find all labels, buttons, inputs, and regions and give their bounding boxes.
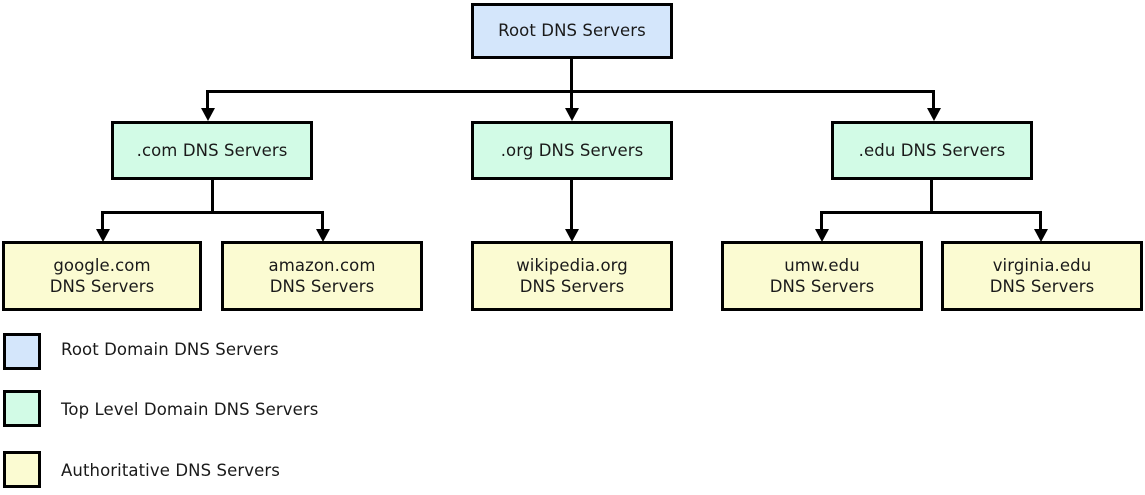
legend-label-root-domain: Root Domain DNS Servers: [61, 340, 279, 359]
connector-com-bus: [101, 211, 324, 214]
arrowhead-root-to-edu-icon: [926, 108, 941, 121]
connector-com-to-google: [101, 211, 104, 233]
node-virginia-edu-line2: DNS Servers: [989, 277, 1095, 296]
arrowhead-edu-to-virginia-icon: [1033, 229, 1048, 242]
node-umw-edu-line2: DNS Servers: [769, 277, 875, 296]
node-google-com-dns-servers[interactable]: google.com DNS Servers: [2, 241, 202, 311]
node-wikipedia-org-dns-servers[interactable]: wikipedia.org DNS Servers: [471, 241, 673, 311]
node-amazon-com-dns-servers[interactable]: amazon.com DNS Servers: [221, 241, 423, 311]
node-virginia-edu-label: virginia.edu DNS Servers: [986, 255, 1099, 297]
node-umw-edu-dns-servers[interactable]: umw.edu DNS Servers: [721, 241, 923, 311]
connector-root-down: [570, 59, 573, 93]
node-root-label: Root DNS Servers: [498, 21, 646, 41]
node-amazon-com-line2: DNS Servers: [269, 277, 375, 296]
node-root-dns-servers[interactable]: Root DNS Servers: [471, 3, 673, 59]
arrowhead-edu-to-umw-icon: [814, 229, 829, 242]
arrowhead-root-to-com-icon: [200, 108, 215, 121]
node-org-label: .org DNS Servers: [500, 140, 644, 160]
node-virginia-edu-line1: virginia.edu: [992, 255, 1092, 275]
node-virginia-edu-dns-servers[interactable]: virginia.edu DNS Servers: [941, 241, 1143, 311]
arrowhead-com-to-google-icon: [95, 229, 110, 242]
node-edu-label: .edu DNS Servers: [858, 140, 1006, 160]
node-amazon-com-label: amazon.com DNS Servers: [265, 255, 380, 297]
arrowhead-root-to-org-icon: [564, 108, 579, 121]
node-google-com-label: google.com DNS Servers: [46, 255, 159, 297]
connector-edu-to-virginia: [1039, 211, 1042, 233]
connector-com-to-amazon: [321, 211, 324, 233]
connector-root-to-com: [206, 90, 209, 112]
legend-swatch-authoritative: [3, 451, 41, 488]
connector-com-down: [211, 180, 214, 214]
node-google-com-line2: DNS Servers: [49, 277, 155, 296]
node-com-label: .com DNS Servers: [136, 140, 288, 160]
arrowhead-com-to-amazon-icon: [315, 229, 330, 242]
connector-root-to-edu: [932, 90, 935, 112]
connector-org-to-wikipedia: [570, 180, 573, 233]
node-amazon-com-line1: amazon.com: [268, 255, 376, 275]
node-edu-dns-servers[interactable]: .edu DNS Servers: [831, 121, 1033, 180]
connector-edu-down: [930, 180, 933, 214]
legend-swatch-top-level-domain: [3, 390, 41, 427]
node-umw-edu-line1: umw.edu: [784, 255, 860, 275]
legend-label-authoritative: Authoritative DNS Servers: [61, 461, 280, 480]
node-wikipedia-org-line1: wikipedia.org: [516, 255, 628, 275]
node-google-com-line1: google.com: [53, 255, 151, 275]
node-umw-edu-label: umw.edu DNS Servers: [766, 255, 879, 297]
legend-swatch-root-domain: [3, 333, 41, 370]
legend-label-top-level-domain: Top Level Domain DNS Servers: [61, 400, 319, 419]
node-org-dns-servers[interactable]: .org DNS Servers: [471, 121, 673, 180]
connector-edu-bus: [820, 211, 1042, 214]
node-com-dns-servers[interactable]: .com DNS Servers: [111, 121, 313, 180]
connector-root-to-org: [570, 90, 573, 112]
arrowhead-org-to-wikipedia-icon: [564, 229, 579, 242]
connector-edu-to-umw: [820, 211, 823, 233]
node-wikipedia-org-line2: DNS Servers: [519, 277, 625, 296]
node-wikipedia-org-label: wikipedia.org DNS Servers: [512, 255, 632, 297]
